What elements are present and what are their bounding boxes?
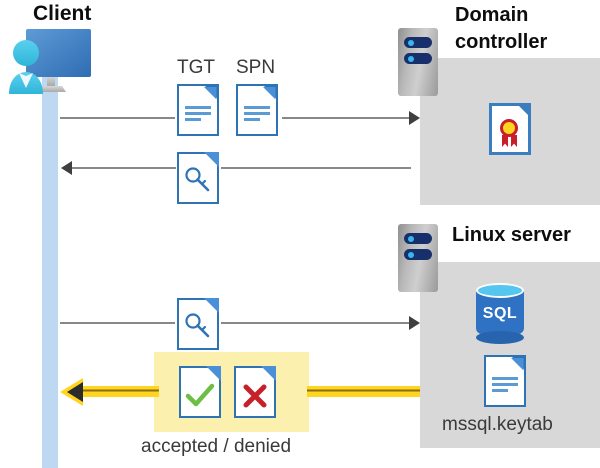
arrowhead-to-dc [409,111,420,125]
spn-label: SPN [236,57,276,78]
user-monitor-icon [4,24,96,102]
domain-controller-server-icon [398,28,438,96]
gold-arrowhead-inner [67,382,83,402]
document-key-icon-ticket [177,152,219,204]
connector-client-to-dc-right [282,117,410,119]
gold-arrow-left-segment [81,386,159,397]
linux-server-icon [398,224,438,292]
document-key-icon-service-ticket [177,298,219,350]
connector-client-to-linux-left [60,322,175,324]
linux-server-label: Linux server [452,224,571,246]
document-check-icon-accepted [179,366,221,418]
connector-dc-to-client-left [72,167,176,169]
connector-client-to-dc-left [60,117,175,119]
document-icon-keytab [484,355,526,407]
tgt-label: TGT [177,57,215,78]
sql-database-label: SQL [482,305,518,322]
connector-client-to-linux-right [221,322,411,324]
connector-dc-to-client-right [221,167,411,169]
gold-arrow-right-segment [307,386,420,397]
verdict-highlight-box [154,352,309,432]
document-icon-tgt [177,84,219,136]
document-x-icon-denied [234,366,276,418]
document-certificate-icon [489,103,531,155]
verdict-label: accepted / denied [141,436,292,457]
client-lifeline [42,72,58,468]
keytab-filename-label: mssql.keytab [442,414,553,435]
sql-database-icon: SQL [476,283,524,344]
client-label: Client [33,2,92,25]
domain-controller-label: Domain controller [455,4,548,53]
document-icon-spn [236,84,278,136]
arrowhead-to-linux [409,316,420,330]
arrowhead-to-client [61,161,72,175]
